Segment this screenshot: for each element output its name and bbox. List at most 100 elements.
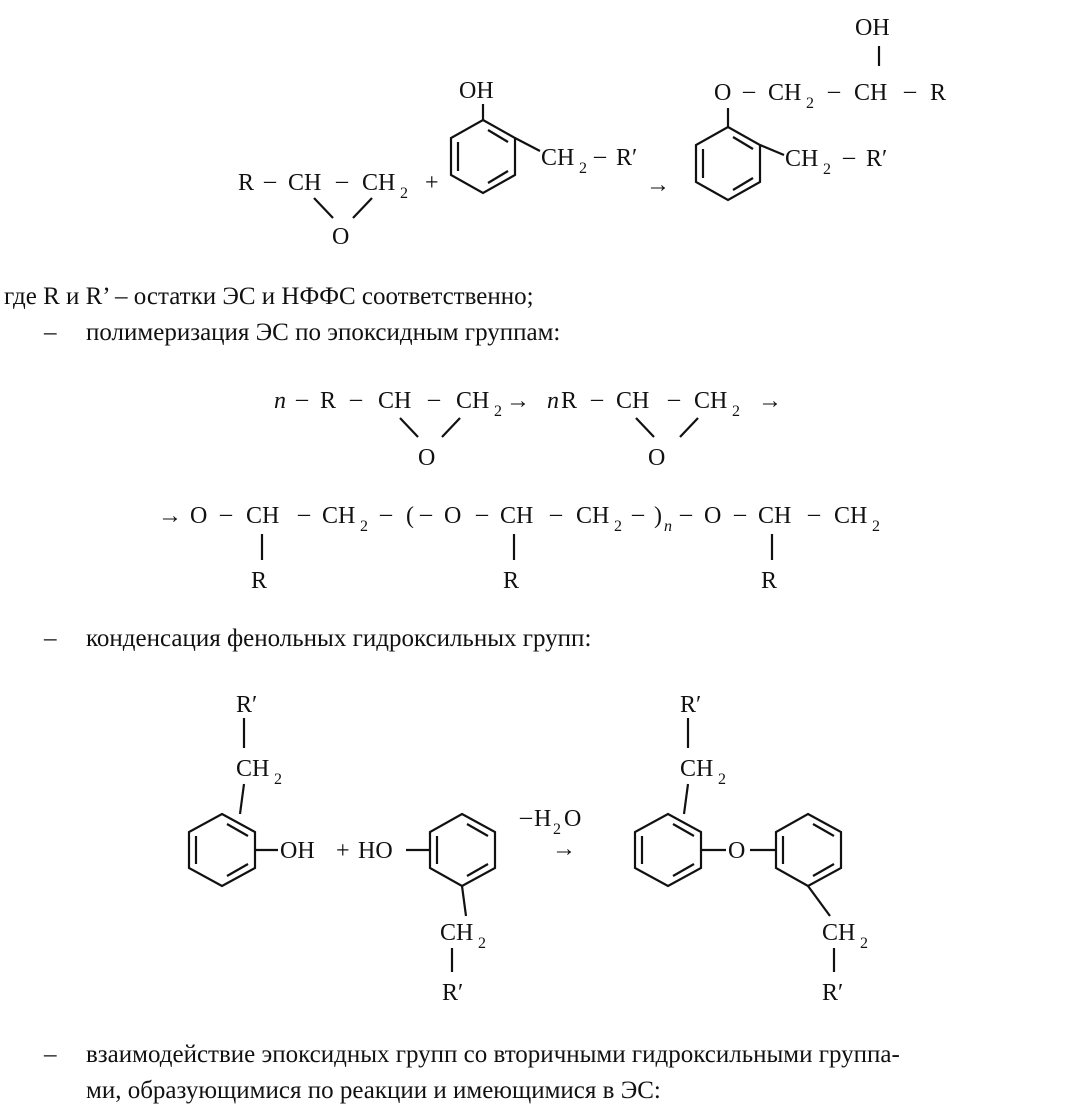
svg-text:CH: CH xyxy=(822,920,855,946)
svg-text:+: + xyxy=(336,838,350,864)
svg-text:–: – xyxy=(297,501,311,527)
svg-text:–: – xyxy=(219,501,233,527)
r3-left-ring-b xyxy=(428,812,497,888)
svg-text:–: – xyxy=(827,78,841,104)
r1-phenol-OH: OH xyxy=(459,78,494,104)
svg-text:): ) xyxy=(654,503,662,529)
svg-text:2: 2 xyxy=(732,403,740,420)
r1-prod-R: R xyxy=(930,80,946,106)
svg-text:2: 2 xyxy=(494,403,502,420)
svg-text:–: – xyxy=(733,501,747,527)
svg-text:R′: R′ xyxy=(822,980,843,1006)
svg-text:CH: CH xyxy=(440,920,473,946)
svg-text:–: – xyxy=(475,501,489,527)
svg-text:–: – xyxy=(549,501,563,527)
svg-text:CH: CH xyxy=(456,388,489,414)
where-line: где R и R’ – остатки ЭС и НФФС соответст… xyxy=(4,283,534,310)
list-item-condensation: конденсация фенольных гидроксильных груп… xyxy=(86,625,592,652)
r1-epox-bond-left xyxy=(313,197,334,219)
list-dash-3: – xyxy=(44,1041,57,1068)
svg-text:–: – xyxy=(593,143,607,169)
svg-text:HO: HO xyxy=(358,838,393,864)
svg-text:CH: CH xyxy=(236,756,269,782)
svg-text:2: 2 xyxy=(478,935,486,952)
r1-prod-CH2: CH xyxy=(768,80,801,106)
r1-dash2: – xyxy=(335,168,349,194)
svg-text:–: – xyxy=(631,501,645,527)
svg-text:R′: R′ xyxy=(680,692,701,718)
svg-text:→: → xyxy=(758,388,782,414)
svg-text:CH: CH xyxy=(758,503,791,529)
svg-text:CH: CH xyxy=(576,503,609,529)
svg-text:2: 2 xyxy=(860,935,868,952)
svg-text:O: O xyxy=(564,806,581,832)
svg-text:H: H xyxy=(534,806,551,832)
svg-text:–: – xyxy=(427,386,441,412)
svg-text:n: n xyxy=(664,518,672,535)
svg-text:R: R xyxy=(251,568,267,594)
r1-prod-ring-Rprime: R′ xyxy=(866,146,887,172)
svg-text:O: O xyxy=(704,503,721,529)
svg-text:O: O xyxy=(648,445,665,471)
svg-text:–: – xyxy=(742,78,756,104)
svg-text:2: 2 xyxy=(614,518,622,535)
svg-text:–: – xyxy=(419,501,433,527)
reaction-epoxide-phenol: R – CH – CH 2 O + OH CH 2 – R′ → OH xyxy=(238,15,946,250)
svg-text:R: R xyxy=(503,568,519,594)
svg-text:O: O xyxy=(728,838,745,864)
svg-text:2: 2 xyxy=(579,160,587,177)
r2-n: n xyxy=(274,388,286,414)
svg-text:O: O xyxy=(190,503,207,529)
svg-text:–: – xyxy=(679,501,693,527)
svg-text:–: – xyxy=(519,804,533,830)
r3-product-ring-b xyxy=(774,812,843,888)
svg-text:–: – xyxy=(807,501,821,527)
svg-text:2: 2 xyxy=(553,821,561,838)
list-dash-1: – xyxy=(44,319,57,346)
list-item-interaction-line1: взаимодействие эпоксидных групп со втори… xyxy=(86,1041,900,1068)
svg-text:OH: OH xyxy=(280,838,315,864)
svg-text:2: 2 xyxy=(274,771,282,788)
svg-text:–: – xyxy=(295,386,309,412)
svg-text:R: R xyxy=(761,568,777,594)
svg-text:–: – xyxy=(667,386,681,412)
svg-text:(: ( xyxy=(406,503,414,529)
svg-text:CH: CH xyxy=(246,503,279,529)
svg-text:–: – xyxy=(349,386,363,412)
r1-CH: CH xyxy=(288,170,321,196)
svg-text:CH: CH xyxy=(680,756,713,782)
reaction-polymerization: n – R – CH – CH 2 → O n R – CH – CH 2 → … xyxy=(158,386,880,594)
svg-text:CH: CH xyxy=(694,388,727,414)
svg-text:CH: CH xyxy=(834,503,867,529)
svg-text:R′: R′ xyxy=(442,980,463,1006)
svg-text:CH: CH xyxy=(322,503,355,529)
r3-product-ring-a xyxy=(633,812,703,888)
svg-text:O: O xyxy=(418,445,435,471)
svg-text:2: 2 xyxy=(806,95,814,112)
svg-text:–: – xyxy=(842,144,856,170)
r2-chain-arrow: → xyxy=(158,503,182,529)
r1-dash1: – xyxy=(263,168,277,194)
list-item-polymerization: полимеризация ЭС по эпоксидным группам: xyxy=(86,319,561,346)
r1-arrow: → xyxy=(646,172,670,198)
r1-prod-O: O xyxy=(714,80,731,106)
svg-text:–: – xyxy=(903,78,917,104)
r1-phenol-Rprime: R′ xyxy=(616,145,637,171)
svg-text:CH: CH xyxy=(378,388,411,414)
svg-text:→: → xyxy=(552,836,576,862)
svg-text:O: O xyxy=(444,503,461,529)
r2-n2: n xyxy=(547,388,559,414)
r1-phenol-CH2: CH xyxy=(541,145,574,171)
svg-text:–: – xyxy=(590,386,604,412)
r1-product-ring xyxy=(694,125,762,202)
r1-phenol-ring xyxy=(449,118,517,195)
svg-text:R′: R′ xyxy=(236,692,257,718)
svg-text:2: 2 xyxy=(823,161,831,178)
r1-CH2: CH xyxy=(362,170,395,196)
svg-text:R: R xyxy=(320,388,336,414)
r1-epox-O: O xyxy=(332,224,349,250)
r1-epox-bond-right xyxy=(352,197,373,219)
r1-plus: + xyxy=(425,170,439,196)
